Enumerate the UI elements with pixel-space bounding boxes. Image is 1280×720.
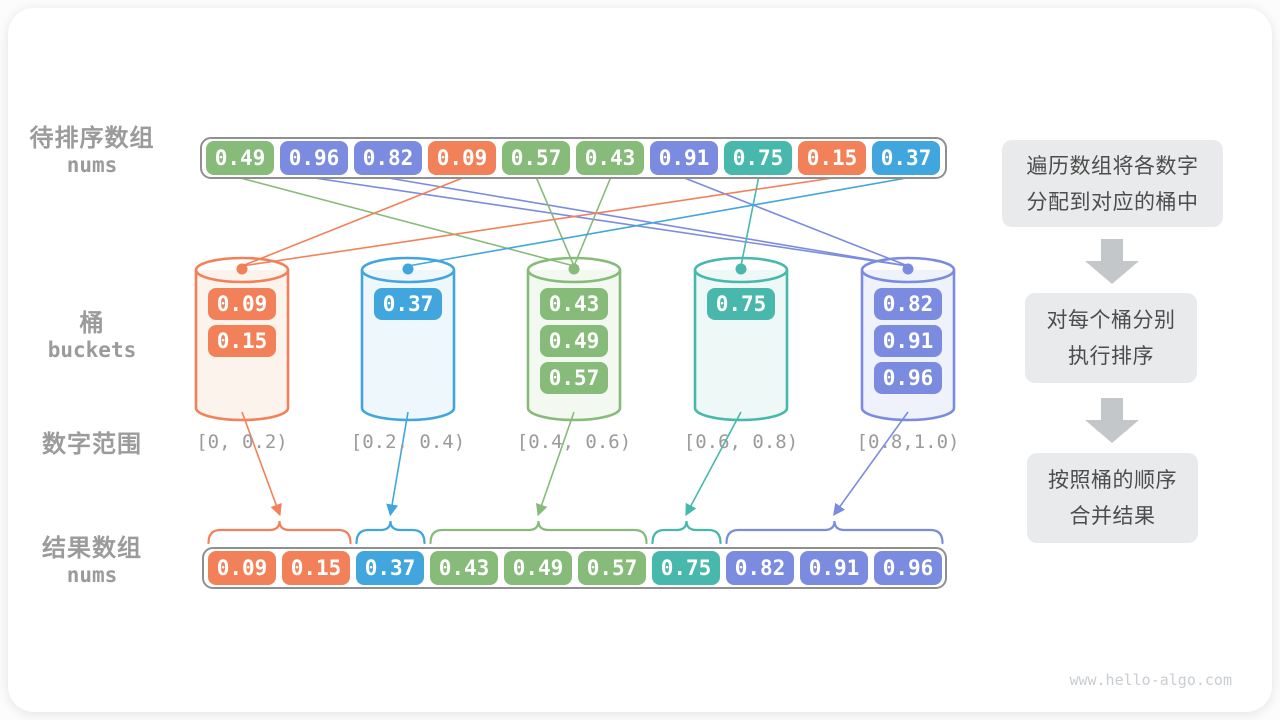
- step-2-line1: 对每个桶分别: [1046, 308, 1176, 332]
- result-group-braces: [207, 520, 944, 545]
- result-array-cell-9: 0.96: [874, 551, 942, 585]
- bucket-top-dots: [236, 263, 914, 275]
- result-array-cell-1: 0.15: [282, 551, 350, 585]
- bucket-3-cell-0: 0.75: [707, 288, 775, 320]
- bucket-2-cell-2: 0.57: [540, 362, 608, 394]
- bucket-2-cell-1: 0.49: [540, 325, 608, 357]
- bucket-0-cell-1: 0.15: [208, 325, 276, 357]
- bucket-2-values: 0.43 0.49 0.57: [540, 288, 608, 394]
- label-top-array-zh: 待排序数组: [29, 124, 155, 152]
- label-top-array-nums: nums: [66, 153, 118, 177]
- result-array-cell-4: 0.49: [504, 551, 572, 585]
- top-array-cell-2: 0.82: [354, 141, 422, 175]
- step-arrow-down-1-icon: [1085, 239, 1139, 284]
- bucket-3-values: 0.75: [707, 288, 775, 320]
- top-array-cell-6: 0.91: [650, 141, 718, 175]
- label-top-array: 待排序数组 nums: [2, 124, 182, 178]
- bucket-4-range: [0.8,1.0): [856, 431, 960, 453]
- label-result-array: 结果数组 nums: [2, 534, 182, 588]
- result-array-cell-6: 0.75: [652, 551, 720, 585]
- bucket-0-values: 0.09 0.15: [208, 288, 276, 357]
- bucket-1-range: [0.2, 0.4): [350, 431, 466, 453]
- label-buckets-zh: 桶: [79, 309, 105, 337]
- step-arrow-down-2-icon: [1085, 398, 1139, 443]
- bucket-4-cell-0: 0.82: [874, 288, 942, 320]
- result-array-cell-5: 0.57: [578, 551, 646, 585]
- result-array-cell-3: 0.43: [430, 551, 498, 585]
- top-array-cell-1: 0.96: [280, 141, 348, 175]
- bucket-cylinder-1: [360, 256, 456, 422]
- bucket-4-cell-2: 0.96: [874, 362, 942, 394]
- top-array-cell-9: 0.37: [872, 141, 940, 175]
- top-array-cell-4: 0.57: [502, 141, 570, 175]
- bucket-3-range: [0.6, 0.8): [683, 431, 799, 453]
- label-number-range-zh: 数字范围: [42, 430, 142, 458]
- result-array-cell-8: 0.91: [800, 551, 868, 585]
- merge-arrows: [241, 411, 909, 517]
- step-1-box: 遍历数组将各数字 分配到对应的桶中: [1002, 140, 1223, 227]
- top-array-cell-7: 0.75: [724, 141, 792, 175]
- label-result-array-nums: nums: [66, 563, 118, 587]
- step-2-box: 对每个桶分别 执行排序: [1025, 293, 1197, 383]
- step-3-box: 按照桶的顺序 合并结果: [1027, 453, 1198, 543]
- bucket-2-cell-0: 0.43: [540, 288, 608, 320]
- watermark: www.hello-algo.com: [1069, 671, 1232, 689]
- bucket-1-values: 0.37: [374, 288, 442, 320]
- top-array-cell-0: 0.49: [206, 141, 274, 175]
- result-array-cell-2: 0.37: [356, 551, 424, 585]
- top-array-cell-3: 0.09: [428, 141, 496, 175]
- result-array-cell-0: 0.09: [208, 551, 276, 585]
- label-number-range: 数字范围: [2, 430, 182, 458]
- step-1-line1: 遍历数组将各数字: [1026, 153, 1199, 178]
- step-3-line2: 合并结果: [1069, 504, 1156, 528]
- top-array-cell-8: 0.15: [798, 141, 866, 175]
- result-array-cell-7: 0.82: [726, 551, 794, 585]
- bucket-cylinder-3: [693, 256, 789, 422]
- top-array-cell-5: 0.43: [576, 141, 644, 175]
- bucket-4-cell-1: 0.91: [874, 325, 942, 357]
- label-buckets-en: buckets: [47, 338, 137, 362]
- step-2-line2: 执行排序: [1068, 344, 1154, 368]
- label-buckets: 桶 buckets: [2, 309, 182, 363]
- label-result-array-zh: 结果数组: [42, 534, 142, 562]
- step-3-line1: 按照桶的顺序: [1048, 468, 1177, 492]
- bucket-2-range: [0.4, 0.6): [516, 431, 632, 453]
- step-1-line2: 分配到对应的桶中: [1026, 189, 1199, 214]
- bucket-4-values: 0.82 0.91 0.96: [874, 288, 942, 394]
- bucket-1-cell-0: 0.37: [374, 288, 442, 320]
- distribute-lines: [240, 177, 909, 267]
- bucket-0-range: [0, 0.2): [196, 431, 288, 453]
- bucket-0-cell-0: 0.09: [208, 288, 276, 320]
